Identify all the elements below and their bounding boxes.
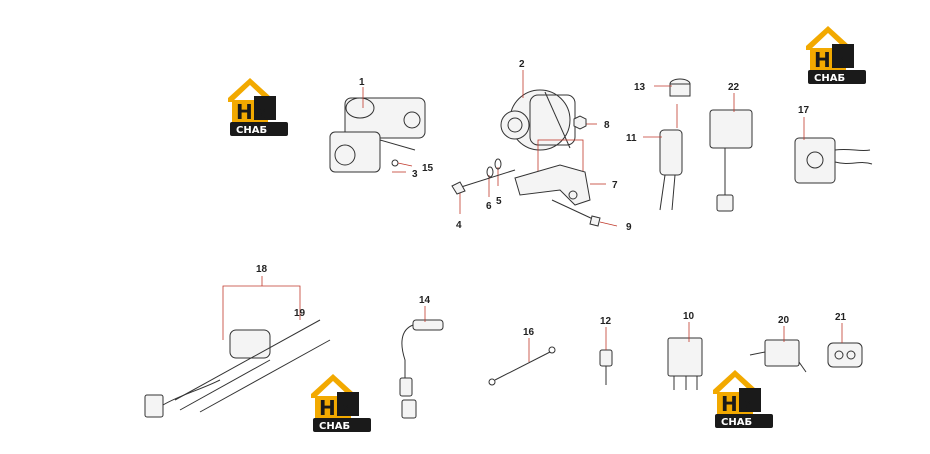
bolt-short [551, 199, 601, 227]
starter-motor [329, 97, 426, 173]
svg-text:СНАБ: СНАБ [814, 73, 845, 84]
callout-10: 10 [683, 311, 695, 322]
callout-12: 12 [600, 316, 612, 327]
svg-text:СНАБ: СНАБ [721, 417, 752, 428]
connector-plug [827, 342, 863, 368]
relay-small [749, 339, 807, 373]
callout-7: 7 [612, 180, 618, 191]
callout-1: 1 [359, 77, 365, 88]
callout-9: 9 [626, 222, 632, 233]
callout-16: 16 [523, 327, 535, 338]
callout-15: 15 [422, 163, 434, 174]
mounting-bracket [514, 164, 591, 206]
callout-13: 13 [634, 82, 646, 93]
logo-top-right: НЗ СНАБ [806, 26, 866, 84]
svg-text:СНАБ: СНАБ [319, 421, 350, 432]
alternator [500, 89, 576, 151]
svg-text:НЗ: НЗ [319, 396, 350, 420]
logo-bottom-left: НЗ СНАБ [311, 374, 371, 432]
callout-5: 5 [496, 196, 502, 207]
svg-text:НЗ: НЗ [721, 392, 752, 416]
logo-bottom-right: НЗ СНАБ [713, 370, 773, 428]
temperature-sensor [599, 349, 613, 385]
callout-3: 3 [412, 169, 418, 180]
svg-text:СНАБ: СНАБ [236, 125, 267, 136]
glow-plug [399, 319, 444, 419]
bolt-long [451, 169, 516, 195]
callout-17: 17 [798, 105, 810, 116]
callout-8: 8 [604, 120, 610, 131]
wiring-harness [144, 319, 331, 418]
callout-2: 2 [519, 59, 525, 70]
oil-pressure-sensor [659, 78, 691, 211]
callout-20: 20 [778, 315, 790, 326]
callout-19: 19 [294, 308, 306, 319]
gas-strut [488, 346, 556, 386]
callout-6: 6 [486, 201, 492, 212]
svg-text:НЗ: НЗ [814, 48, 845, 72]
control-unit [709, 109, 753, 212]
nut [573, 115, 587, 130]
callout-11: 11 [626, 133, 637, 144]
logo-top-left: НЗ СНАБ [228, 78, 288, 136]
callout-14: 14 [419, 295, 431, 306]
callout-4: 4 [456, 220, 462, 231]
svg-text:НЗ: НЗ [236, 100, 267, 124]
callout-21: 21 [835, 312, 847, 323]
callout-18: 18 [256, 264, 268, 275]
relay-connector [794, 137, 873, 184]
relay-large [667, 337, 703, 390]
washers [486, 158, 502, 178]
callout-22: 22 [728, 82, 740, 93]
